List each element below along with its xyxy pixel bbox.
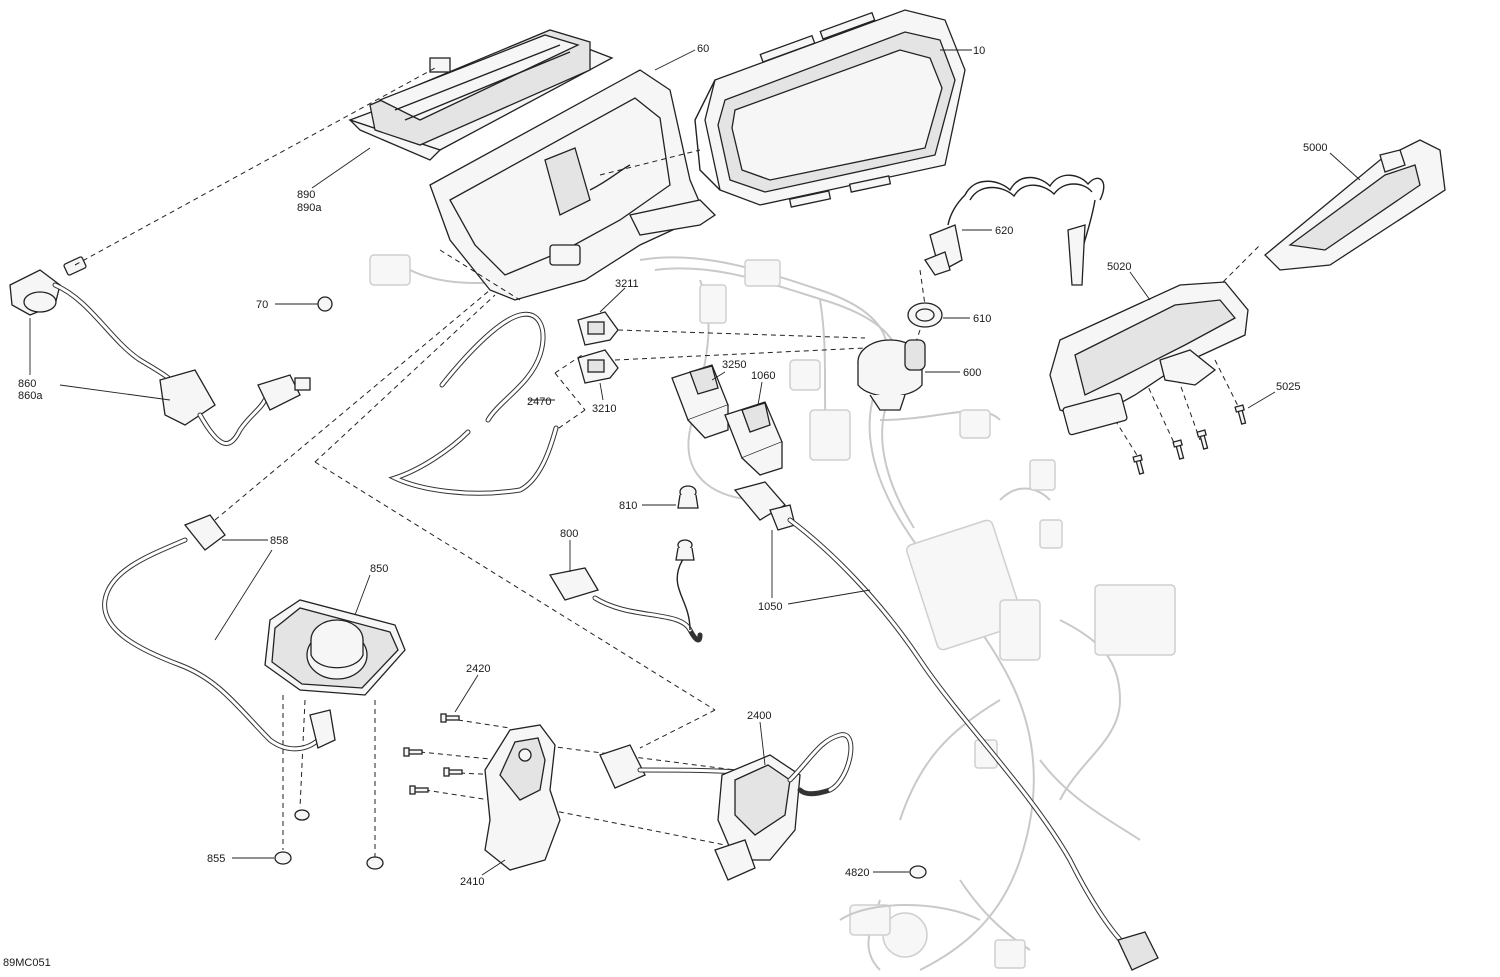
callout-800: 800 [560,528,578,540]
callout-855: 855 [207,853,225,865]
callout-2410: 2410 [460,876,484,888]
callout-890: 890 [297,189,315,201]
callout-2470: 2470 [527,396,551,408]
part-3211-connector [577,287,626,346]
callout-labels: 10 60 890 890a 70 860 860a 620 610 600 3… [18,43,1327,888]
part-60-bezel-frame [429,49,717,301]
part-5025-screws [1132,391,1276,475]
part-850-control-knob [264,574,406,696]
part-3250-rocker-switch [671,364,729,439]
callout-850: 850 [370,563,388,575]
part-610-ring-nut [907,302,970,328]
part-810-grommet [642,485,699,509]
callout-3210: 3210 [592,403,616,415]
part-2400-handlebar-switch [599,721,854,881]
part-600-ignition-switch [857,339,960,411]
part-3210-connector [577,349,619,401]
callout-858: 858 [270,535,288,547]
callout-60: 60 [697,43,709,55]
part-2410-bracket [481,724,561,876]
part-5020-switch-housing [1049,271,1249,436]
callout-5000: 5000 [1303,142,1327,154]
part-5000-top-cover [1264,139,1446,271]
part-70-screw [275,296,333,312]
callout-890a: 890a [297,202,322,214]
callout-2400: 2400 [747,710,771,722]
callout-610: 610 [973,313,991,325]
callout-860: 860 [18,378,36,390]
callout-5020: 5020 [1107,261,1131,273]
part-890-storage-tray [311,29,614,189]
part-1050-wire-harness [733,481,1159,971]
part-4820-nut [873,865,927,879]
part-1060-rocker-switch [724,381,783,476]
callout-1060: 1060 [751,370,775,382]
diagram-code: 89MC051 [3,957,51,969]
part-2470-hose-set [388,311,559,496]
part-860-connector-harness [9,256,311,446]
callout-620: 620 [995,225,1013,237]
part-858-extension-harness [102,514,336,752]
part-620-coiled-tether [924,174,1105,286]
background-main-harness [369,254,1176,971]
callout-810: 810 [619,500,637,512]
callout-4820: 4820 [845,867,869,879]
part-800-sensor-harness [548,539,703,643]
part-10-display-cluster [694,9,972,208]
part-2420-screws [403,674,479,795]
callout-860a: 860a [18,390,43,402]
assembly-dashed-lines [74,67,1261,858]
callout-10: 10 [973,45,985,57]
callout-70: 70 [256,299,268,311]
part-855-nuts [232,809,384,870]
callout-2420: 2420 [466,663,490,675]
callout-5025: 5025 [1276,381,1300,393]
callout-3250: 3250 [722,359,746,371]
callout-1050: 1050 [758,601,782,613]
callout-3211: 3211 [615,278,639,290]
callout-600: 600 [963,367,981,379]
